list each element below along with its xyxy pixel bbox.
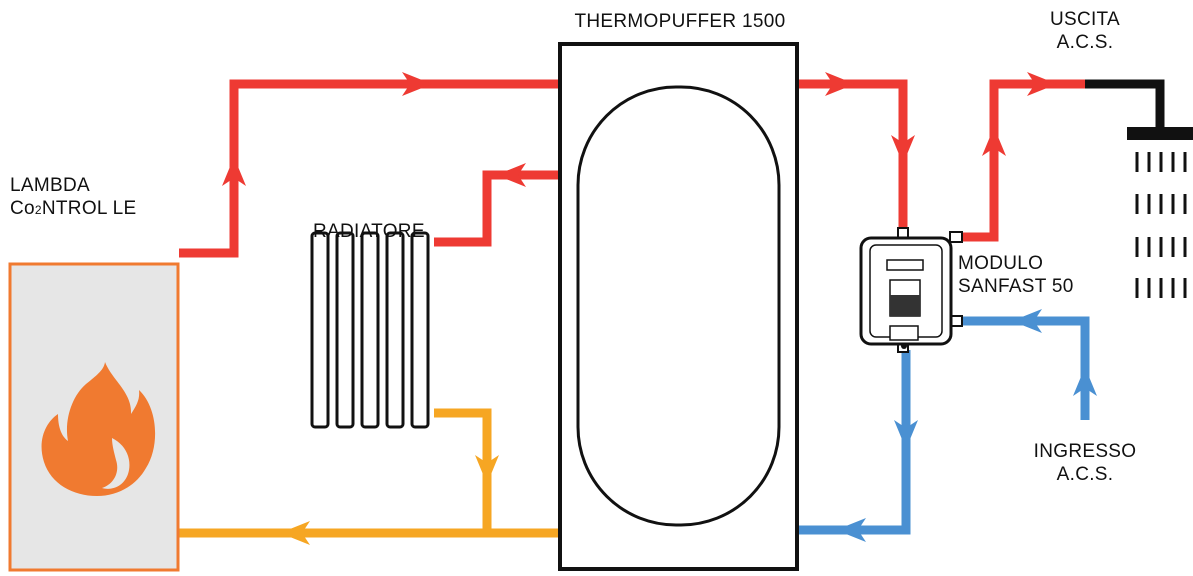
radiator-column xyxy=(310,231,330,429)
radiator-column xyxy=(410,231,430,429)
tank-label: THERMOPUFFER 1500 xyxy=(574,11,786,32)
module-to-tank-cold-pipe xyxy=(797,350,911,535)
boiler-label-line2: Co2NTROL LE xyxy=(10,197,136,222)
flow-arrows xyxy=(222,72,1097,545)
arrow-left xyxy=(1012,309,1042,333)
shower-icon xyxy=(1085,79,1193,298)
tank-inner xyxy=(576,85,781,527)
radiator-return-pipe xyxy=(434,408,492,533)
arrow-right xyxy=(402,72,432,96)
module-label-line2: SANFAST 50 xyxy=(958,276,1074,297)
outlet-label-line2: A.C.S. xyxy=(1056,32,1114,53)
radiator-label: RADIATORE xyxy=(313,221,425,242)
arrow-left xyxy=(496,163,526,187)
arrow-up xyxy=(222,157,246,186)
inlet-label-line1: INGRESSO xyxy=(1033,441,1137,462)
boiler-label-subscript: 2 xyxy=(34,203,42,217)
arrow-up xyxy=(982,127,1006,156)
inlet-label: INGRESSO A.C.S. xyxy=(1020,440,1150,486)
inlet-label-line2: A.C.S. xyxy=(1056,464,1114,485)
outlet-label-line1: USCITA xyxy=(1049,9,1121,30)
arrow-down xyxy=(475,455,499,484)
cold-inlet-pipe xyxy=(960,316,1090,420)
arrow-right xyxy=(825,72,855,96)
radiator-column xyxy=(385,231,405,429)
arrow-left xyxy=(836,518,866,542)
module-label-line1: MODULO xyxy=(958,253,1044,274)
boiler-label-line1: LAMBDA xyxy=(10,175,90,196)
radiator xyxy=(310,231,430,429)
module-to-outlet-pipe xyxy=(960,79,1085,242)
boiler-label-co: Co xyxy=(10,198,35,219)
radiator-flow-pipe xyxy=(434,170,560,247)
arrow-up xyxy=(1073,367,1097,396)
arrow-right xyxy=(1027,72,1057,96)
heat-exchanger-module-icon xyxy=(859,227,963,353)
outlet-label: USCITA A.C.S. xyxy=(1035,8,1135,54)
boiler-label: LAMBDA Co2NTROL LE xyxy=(10,174,136,222)
arrow-down xyxy=(894,420,918,449)
boiler-lambda-co2ntrol xyxy=(8,262,180,572)
module-label: MODULO SANFAST 50 xyxy=(958,252,1074,298)
arrow-down xyxy=(891,135,915,164)
boiler-label-ntrol: NTROL LE xyxy=(41,198,137,219)
radiator-column xyxy=(335,231,355,429)
tank-to-module-pipe xyxy=(797,79,908,232)
thermopuffer-tank xyxy=(558,42,799,571)
flame-inner-icon xyxy=(102,438,130,489)
arrow-left xyxy=(280,521,310,545)
radiator-column xyxy=(360,231,380,429)
